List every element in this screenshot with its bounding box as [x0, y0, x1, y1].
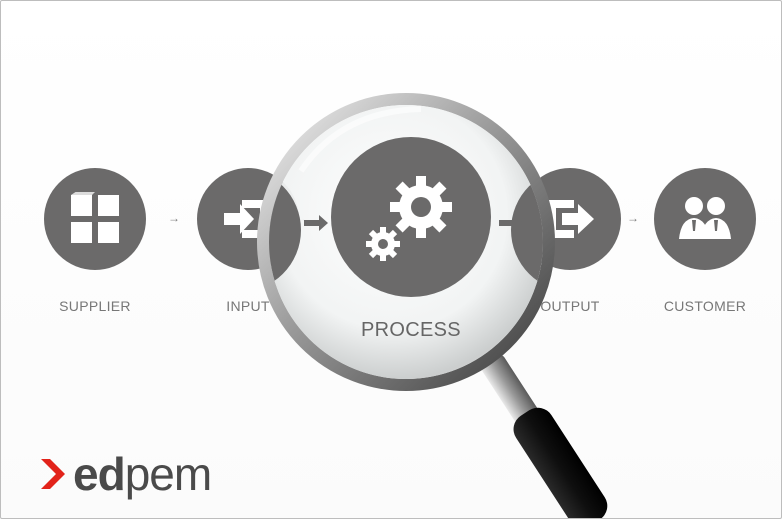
customer-label: CUSTOMER	[663, 298, 747, 314]
chevron-right-icon	[41, 459, 65, 489]
edpem-logo: ed pem	[39, 448, 212, 500]
output-arrow-icon	[548, 200, 594, 238]
magnifier-handle	[481, 355, 608, 518]
customer-node	[654, 168, 756, 270]
process-label: PROCESS	[361, 319, 461, 341]
arrow-connector: →	[168, 211, 180, 225]
boxes-icon	[71, 192, 119, 243]
magnifier-rim	[257, 93, 555, 391]
logo-text-bold: ed	[73, 448, 126, 500]
people-icon	[679, 197, 731, 239]
supplier-node	[44, 168, 146, 270]
arrow-connector: →	[627, 211, 639, 225]
gears-icon	[366, 176, 452, 261]
output-label: OUTPUT	[540, 298, 600, 314]
logo-text-light: pem	[124, 448, 212, 500]
input-label: INPUT	[226, 298, 270, 314]
supplier-label: SUPPLIER	[59, 298, 131, 314]
